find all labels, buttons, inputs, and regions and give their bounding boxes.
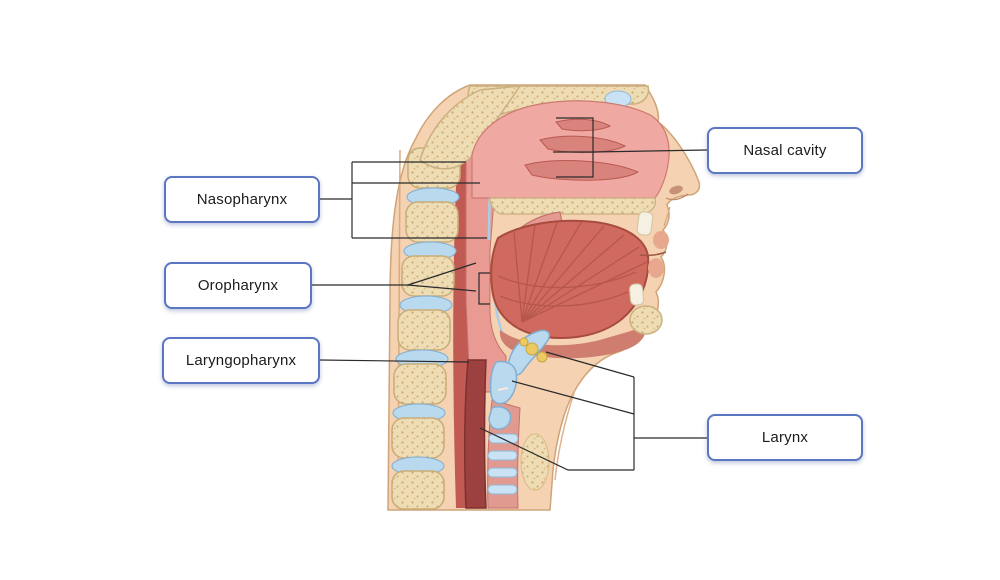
larynx-region [488,329,550,430]
label-laryngopharynx-text: Laryngopharynx [185,352,297,369]
label-oropharynx[interactable]: Oropharynx [164,262,312,309]
hyoid-fat [536,351,548,363]
neck-fat [520,433,550,491]
nasal-cavity-region [471,100,670,199]
label-nasal-cavity[interactable]: Nasal cavity [707,127,863,174]
leader-larynx [479,351,707,471]
thyroid-cartilage [489,360,518,405]
label-larynx[interactable]: Larynx [707,414,863,461]
esophagus [463,359,487,509]
label-larynx-text: Larynx [761,429,809,446]
leader-laryngopharynx [319,359,470,363]
upper-incisor [636,211,654,236]
hyoid-fat [519,337,529,347]
lower-lip [648,258,664,278]
superior-concha [555,118,612,132]
jaw [629,211,663,335]
label-laryngopharynx[interactable]: Laryngopharynx [162,337,320,384]
label-oropharynx-text: Oropharynx [197,277,279,294]
tongue [490,219,650,339]
mandible [629,305,663,335]
leader-nasal-cavity [553,117,708,178]
label-nasal-cavity-text: Nasal cavity [743,142,827,159]
nostril [669,185,683,195]
cricoid-cartilage [488,406,512,430]
face-details [639,185,689,278]
upper-lip [653,231,669,249]
hyoid-fat [525,342,539,356]
lower-incisor [629,283,645,306]
inferior-concha [524,160,640,181]
label-nasopharynx-text: Nasopharynx [196,191,288,208]
leader-oropharynx [312,262,490,305]
leader-nasopharynx [320,161,487,239]
vocal-fold [497,387,509,391]
label-nasopharynx[interactable]: Nasopharynx [164,176,320,223]
